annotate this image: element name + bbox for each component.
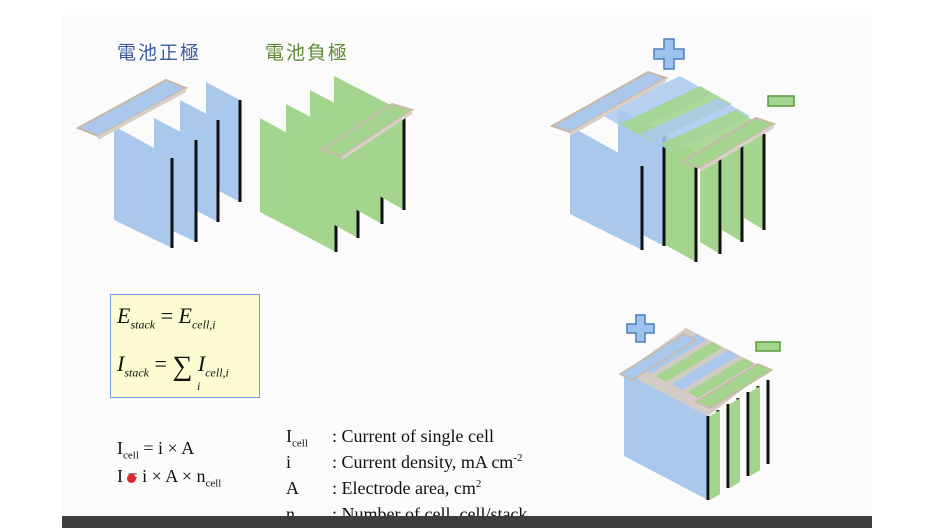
interleaved-stack-small [618,328,774,500]
definition-row: A : Electrode area, cm2 [286,478,481,499]
negative-busbar [319,102,415,160]
bottom-toolbar-strip [62,516,872,528]
stack-plate [744,122,766,230]
formula-symbol: I [197,351,206,376]
formula-symbol: E [117,303,131,328]
interleaved-stack-large [549,70,777,262]
mouse-pointer-icon [127,474,136,483]
formula-symbol: E [178,303,192,328]
positive-plate [114,126,174,248]
cell-current-equation: Icell = i × A [117,438,194,462]
formula-subscript: stack [124,365,149,380]
summation-index: i [197,379,201,393]
equation-symbol: I [117,466,123,486]
total-current-equation: I = i × A × ncell [117,466,221,490]
minus-sign-icon [755,341,781,352]
formula-subscript: cell,i [205,365,229,380]
equation-subscript: cell [205,477,222,490]
formula-subscript: stack [130,317,156,332]
summation-symbol: ∑ [172,351,193,382]
definition-text: : Current of single cell [332,426,494,446]
definition-superscript: 2 [475,478,482,490]
stack-plate [700,146,722,254]
definition-symbol: i [286,452,292,472]
formula-subscript: cell,i [191,317,216,332]
small-stack-positive-busbar [618,333,698,381]
stack-negative-busbar [679,116,777,172]
equation-symbol: I [117,438,123,458]
stack-plate [570,126,644,250]
small-stack-negative-busbar [694,363,774,409]
equation-rhs: = i × A × n [123,466,206,486]
negative-electrode-group [260,76,415,252]
definition-symbol: n [286,504,295,524]
stack-plate [722,134,744,242]
stack-positive-busbar [549,70,669,136]
negative-electrode-label: 電池負極 [265,42,350,64]
definition-row: i : Current density, mA cm-2 [286,452,522,473]
equation-subscript: cell [123,449,139,462]
positive-electrode-label: 電池正極 [117,42,202,64]
minus-sign-icon [767,95,795,107]
definition-text: : Current density, mA cm [332,452,514,472]
definition-superscript: -2 [513,452,523,464]
stack-current-formula: Istack = ∑ Icell,i [117,351,229,382]
formula-symbol: I [117,351,125,376]
definition-subscript: cell [292,437,308,450]
plus-sign-icon [653,38,685,70]
definition-symbol: A [286,478,299,498]
plus-sign-icon [626,314,655,343]
stack-formula-box: Estack = Ecell,i Istack = ∑ Icell,i i [110,294,260,398]
definition-text: : Electrode area, cm [332,478,476,498]
equation-rhs: = i × A [138,438,195,458]
stack-voltage-formula: Estack = Ecell,i [117,303,216,332]
positive-busbar [75,78,189,140]
definition-symbol: I [286,426,292,446]
definition-row: Icell : Current of single cell [286,426,494,450]
positive-electrode-group [75,78,242,248]
